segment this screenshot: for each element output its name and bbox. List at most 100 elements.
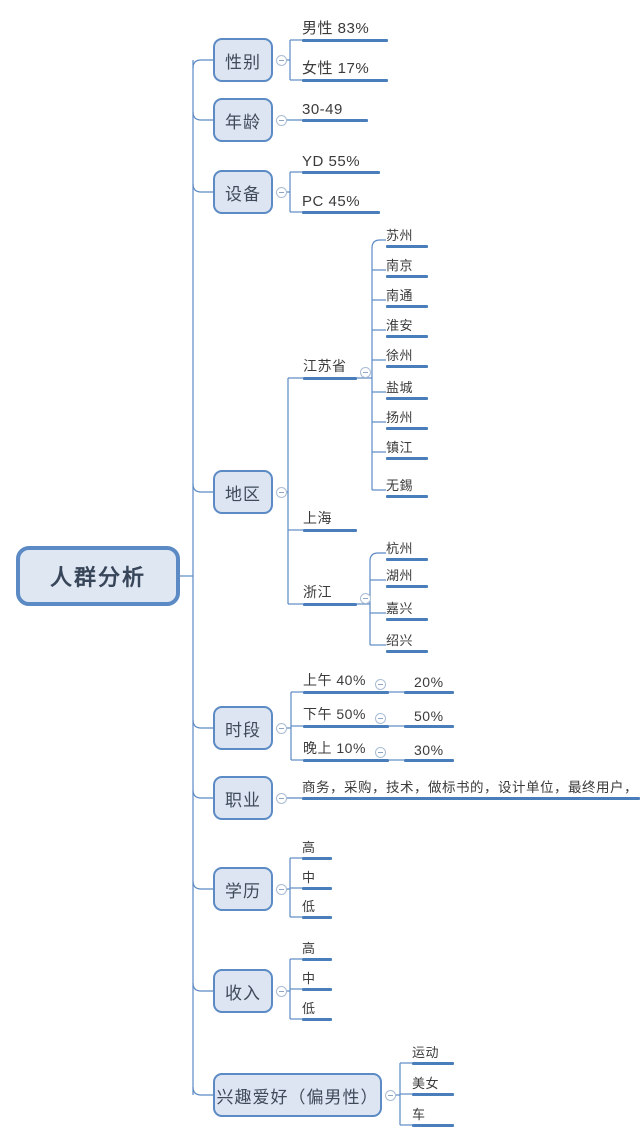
collapse-minus-icon-gender[interactable] <box>276 55 287 66</box>
leaf-region-shanghai[interactable]: 上海 <box>303 506 357 532</box>
leaf-underline <box>386 427 428 430</box>
leaf-underline <box>303 377 357 380</box>
leaf-education-low-label: 低 <box>302 899 316 914</box>
leaf-timeslot-morning-value[interactable]: 20% <box>404 670 454 694</box>
leaf-underline <box>386 495 428 498</box>
branch-node-age-label: 年龄 <box>225 112 261 132</box>
leaf-underline <box>404 759 454 762</box>
leaf-city-huzhou[interactable]: 湖州 <box>386 564 428 588</box>
branch-node-gender-label: 性别 <box>225 52 261 72</box>
leaf-city-nanjing-label: 南京 <box>386 258 414 273</box>
branch-node-education[interactable]: 学历 <box>213 867 273 911</box>
leaf-underline <box>303 529 357 532</box>
leaf-timeslot-evening-value[interactable]: 30% <box>404 738 454 762</box>
leaf-city-huaian-label: 淮安 <box>386 318 414 333</box>
leaf-interest-beauty[interactable]: 美女 <box>412 1072 454 1096</box>
branch-node-gender[interactable]: 性别 <box>213 38 273 82</box>
leaf-city-yancheng-label: 盐城 <box>386 380 414 395</box>
root-node[interactable]: 人群分析 <box>16 546 180 606</box>
leaf-underline <box>412 1093 454 1096</box>
leaf-region-jiangsu[interactable]: 江苏省 <box>303 354 357 380</box>
collapse-minus-icon-interests[interactable] <box>385 1090 396 1101</box>
leaf-region-jiangsu-label: 江苏省 <box>303 358 347 374</box>
leaf-timeslot-evening[interactable]: 晚上 10% <box>303 738 389 762</box>
leaf-city-nantong[interactable]: 南通 <box>386 284 428 308</box>
leaf-age-range-label: 30-49 <box>302 101 343 118</box>
branch-node-interests[interactable]: 兴趣爱好（偏男性） <box>213 1073 382 1117</box>
collapse-minus-icon-occupation[interactable] <box>276 793 287 804</box>
collapse-minus-icon-age[interactable] <box>276 115 287 126</box>
leaf-education-mid[interactable]: 中 <box>302 866 332 890</box>
leaf-timeslot-afternoon-value[interactable]: 50% <box>404 704 454 728</box>
leaf-region-zhejiang[interactable]: 浙江 <box>303 580 357 606</box>
branch-node-age[interactable]: 年龄 <box>213 98 273 142</box>
leaf-gender-male[interactable]: 男性 83% <box>302 16 388 42</box>
leaf-underline <box>302 171 380 174</box>
leaf-underline <box>302 958 332 961</box>
leaf-device-yd-label: YD 55% <box>302 153 361 170</box>
collapse-minus-icon-education[interactable] <box>276 884 287 895</box>
leaf-gender-female[interactable]: 女性 17% <box>302 56 388 82</box>
collapse-minus-icon-timeslot[interactable] <box>276 723 287 734</box>
leaf-interest-beauty-label: 美女 <box>412 1076 440 1091</box>
leaf-underline <box>302 797 640 800</box>
collapse-minus-icon-morning[interactable] <box>375 679 386 690</box>
leaf-region-zhejiang-label: 浙江 <box>303 584 332 600</box>
collapse-minus-icon-jiangsu[interactable] <box>360 367 371 378</box>
leaf-timeslot-morning[interactable]: 上午 40% <box>303 670 389 694</box>
leaf-underline <box>386 245 428 248</box>
leaf-timeslot-morning-value-label: 20% <box>414 674 444 690</box>
branch-node-region[interactable]: 地区 <box>213 470 273 514</box>
leaf-interest-car-label: 车 <box>412 1107 426 1122</box>
branch-node-interests-label: 兴趣爱好（偏男性） <box>216 1087 379 1107</box>
leaf-underline <box>386 305 428 308</box>
leaf-city-huaian[interactable]: 淮安 <box>386 314 428 338</box>
leaf-device-yd[interactable]: YD 55% <box>302 148 380 174</box>
leaf-city-yancheng[interactable]: 盐城 <box>386 376 428 400</box>
collapse-minus-icon-afternoon[interactable] <box>375 713 386 724</box>
leaf-city-suzhou[interactable]: 苏州 <box>386 224 428 248</box>
leaf-underline <box>302 916 332 919</box>
leaf-city-hangzhou-label: 杭州 <box>386 541 414 556</box>
leaf-timeslot-afternoon[interactable]: 下午 50% <box>303 704 389 728</box>
leaf-education-high[interactable]: 高 <box>302 836 332 860</box>
leaf-timeslot-evening-value-label: 30% <box>414 742 444 758</box>
leaf-underline <box>386 275 428 278</box>
branch-node-education-label: 学历 <box>225 881 261 901</box>
leaf-education-low[interactable]: 低 <box>302 895 332 919</box>
leaf-occupation-list[interactable]: 商务，采购，技术，做标书的，设计单位，最终用户， <box>302 776 640 800</box>
branch-node-occupation[interactable]: 职业 <box>213 776 273 820</box>
collapse-minus-icon-device[interactable] <box>276 187 287 198</box>
leaf-city-huzhou-label: 湖州 <box>386 568 414 583</box>
leaf-income-mid-label: 中 <box>302 971 316 986</box>
leaf-city-shaoxing[interactable]: 绍兴 <box>386 629 428 653</box>
collapse-minus-icon-evening[interactable] <box>375 747 386 758</box>
branch-node-device[interactable]: 设备 <box>213 170 273 214</box>
leaf-income-mid[interactable]: 中 <box>302 967 332 991</box>
root-node-label: 人群分析 <box>49 565 146 590</box>
leaf-interest-car[interactable]: 车 <box>412 1103 454 1127</box>
leaf-device-pc[interactable]: PC 45% <box>302 188 380 214</box>
leaf-underline <box>302 211 380 214</box>
leaf-interest-sports[interactable]: 运动 <box>412 1041 454 1065</box>
leaf-age-range[interactable]: 30-49 <box>302 96 368 122</box>
branch-node-income[interactable]: 收入 <box>213 969 273 1013</box>
leaf-city-zhenjiang[interactable]: 镇江 <box>386 436 428 460</box>
leaf-underline <box>386 618 428 621</box>
collapse-minus-icon-region[interactable] <box>276 487 287 498</box>
leaf-income-high[interactable]: 高 <box>302 937 332 961</box>
branch-node-timeslot[interactable]: 时段 <box>213 706 273 750</box>
leaf-city-hangzhou[interactable]: 杭州 <box>386 537 428 561</box>
leaf-underline <box>302 79 388 82</box>
collapse-minus-icon-zhejiang[interactable] <box>360 593 371 604</box>
leaf-city-jiaxing[interactable]: 嘉兴 <box>386 597 428 621</box>
leaf-city-wuxi[interactable]: 无錫 <box>386 474 428 498</box>
collapse-minus-icon-income[interactable] <box>276 986 287 997</box>
leaf-city-zhenjiang-label: 镇江 <box>386 440 414 455</box>
leaf-city-nanjing[interactable]: 南京 <box>386 254 428 278</box>
leaf-education-high-label: 高 <box>302 840 316 855</box>
leaf-income-low[interactable]: 低 <box>302 997 332 1021</box>
leaf-city-xuzhou[interactable]: 徐州 <box>386 344 428 368</box>
leaf-city-wuxi-label: 无錫 <box>386 478 414 493</box>
leaf-city-yangzhou[interactable]: 扬州 <box>386 406 428 430</box>
